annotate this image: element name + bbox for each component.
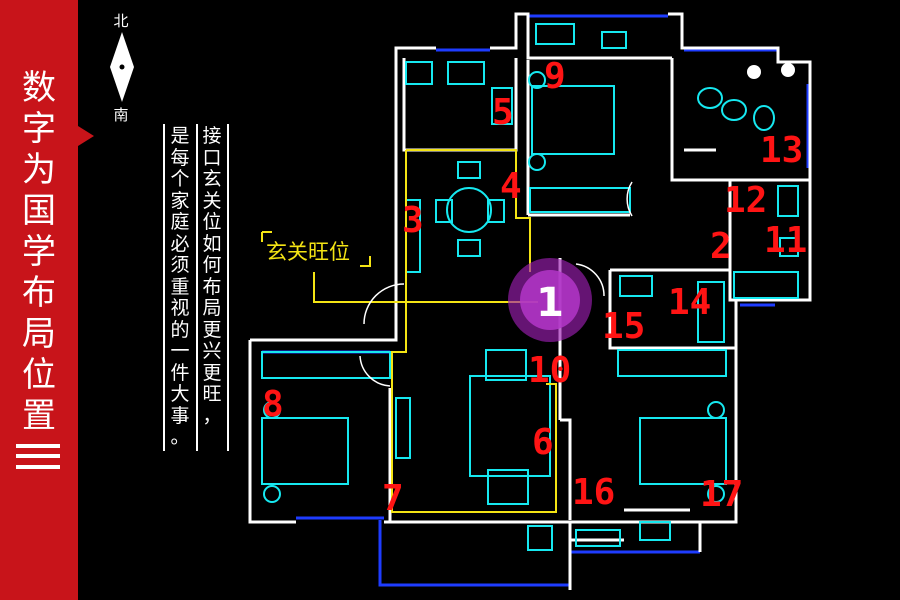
- compass-north-label: 北: [113, 12, 129, 30]
- room-number: 17: [700, 474, 743, 515]
- room-number: 3: [402, 200, 424, 241]
- callout-label: 玄关旺位: [266, 240, 350, 264]
- text-border-right: [227, 124, 229, 451]
- center-marker-label: 1: [536, 280, 564, 326]
- room-numbers: 2 3 4 5 6 7 8 9 10 11 12 13 14 15 16 17: [262, 56, 807, 519]
- title-char: 国: [22, 191, 56, 231]
- title-char: 数: [22, 68, 56, 108]
- highlight-zone: [261, 149, 557, 513]
- sidebar-pointer-icon: [78, 126, 94, 146]
- title-char: 学: [22, 232, 56, 272]
- text-column-right: 接口 玄关 位如 何布 局更 兴更 旺，: [202, 125, 222, 427]
- room-number: 5: [492, 92, 514, 133]
- text-column-left: 是每 个家 庭必 须重 视的 一件 大事 。: [170, 125, 190, 448]
- room-number: 7: [382, 478, 404, 519]
- title-char: 局: [22, 314, 56, 354]
- title-char: 为: [22, 150, 56, 190]
- walls: [248, 12, 812, 590]
- room-number: 14: [668, 282, 711, 323]
- room-number: 11: [764, 220, 807, 261]
- compass-needle-icon: [110, 32, 134, 102]
- compass-south-label: 南: [113, 106, 129, 124]
- title-char: 位: [22, 355, 56, 395]
- room-number: 15: [602, 306, 645, 347]
- room-number: 6: [532, 422, 554, 463]
- title-char: 置: [22, 396, 56, 436]
- door-swings: [359, 181, 633, 387]
- room-number: 9: [544, 56, 566, 97]
- room-number: 12: [724, 180, 767, 221]
- room-number: 8: [262, 384, 284, 425]
- sidebar-title: 数 字 为 国 学 布 局 位 置: [0, 68, 78, 437]
- room-number: 16: [572, 472, 615, 513]
- text-border-mid: [196, 124, 198, 451]
- sidebar: 数 字 为 国 学 布 局 位 置: [0, 0, 78, 600]
- room-number: 10: [528, 350, 571, 391]
- sidebar-roman-numeral: [16, 444, 60, 470]
- title-char: 布: [22, 273, 56, 313]
- room-number: 13: [760, 130, 803, 171]
- text-border-left: [163, 124, 165, 451]
- title-char: 字: [22, 109, 56, 149]
- room-number: 2: [710, 226, 732, 267]
- center-marker: 1: [508, 258, 592, 342]
- room-number: 4: [500, 166, 522, 207]
